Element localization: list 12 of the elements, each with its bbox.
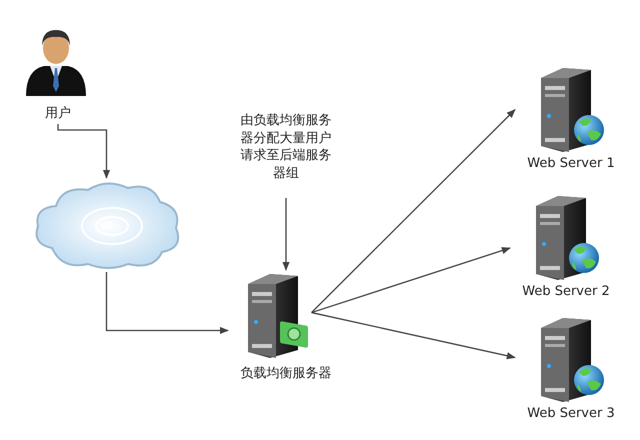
arrow [106,272,229,334]
node-label: 负载均衡服务器 [240,365,332,382]
node-label: Web Server 3 [526,406,616,421]
arrow [311,312,516,360]
node-label: Web Server 2 [521,284,611,299]
annotation-text: 由负载均衡服务器分配大量用户请求至后端服务器组 [240,112,332,182]
node-label: Web Server 1 [526,156,616,171]
arrow [282,198,290,271]
node-label: 用户 [44,105,72,122]
arrow [311,108,516,314]
arrow [311,247,511,314]
arrow [57,124,110,179]
